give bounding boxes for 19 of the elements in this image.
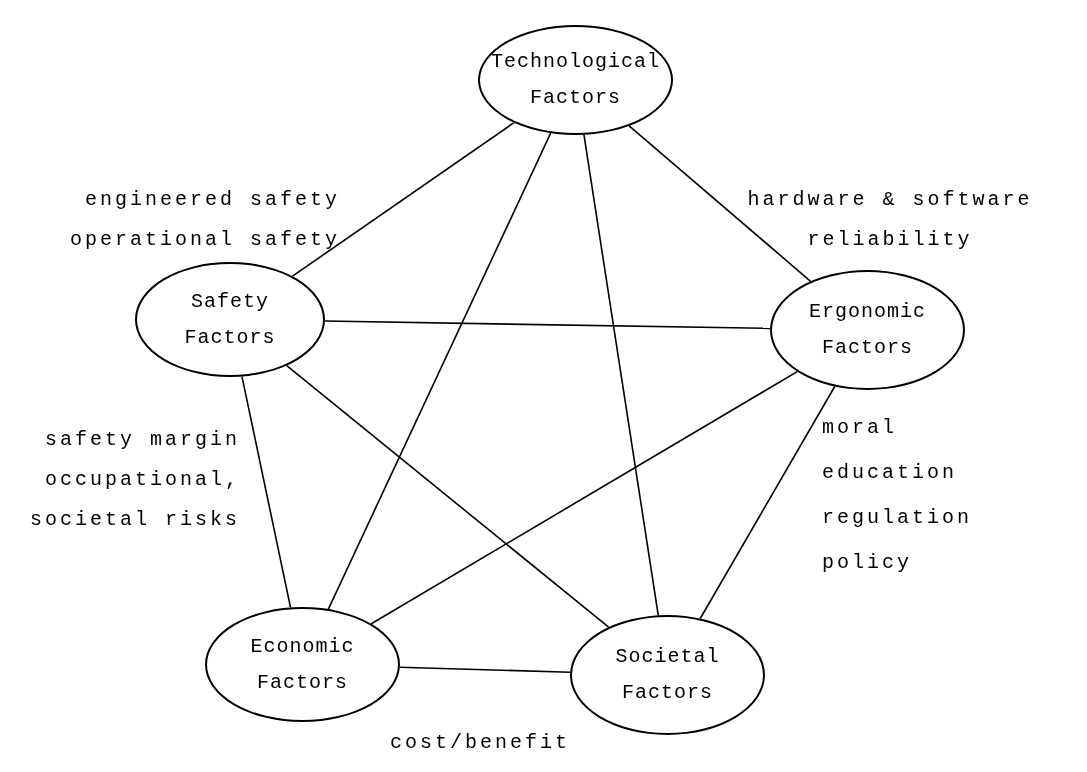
connector-line [291, 121, 515, 277]
node-label: Safety Factors [183, 288, 277, 351]
connector-line [399, 666, 571, 673]
edge-label: engineered safety operational safety [68, 187, 340, 253]
connector-line [324, 320, 771, 330]
node-label: Societal Factors [614, 644, 721, 706]
connector-line [327, 132, 552, 610]
connector-line [285, 364, 610, 628]
connector-line [241, 375, 292, 609]
connector-line [370, 370, 799, 625]
edge-label: cost/benefit [389, 730, 571, 756]
edge-label: moral education regulation policy [822, 415, 974, 576]
edge-label: hardware & software reliability [746, 187, 1034, 253]
node-label: Economic Factors [249, 633, 356, 696]
connector-line [583, 134, 660, 617]
node-label: Technological Factors [491, 49, 660, 111]
edge-label: safety margin occupational, societal risks [28, 427, 240, 533]
node-label: Ergonomic Factors [808, 299, 927, 361]
connector-line [628, 125, 812, 283]
